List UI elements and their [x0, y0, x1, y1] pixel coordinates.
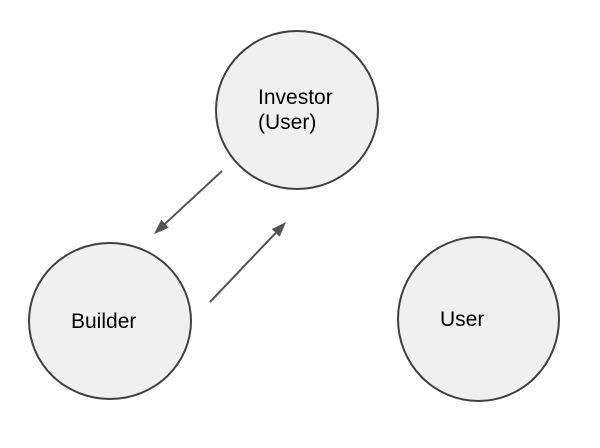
arrow-builder-to-investor — [209, 222, 286, 303]
node-investor: Investor (User) — [215, 30, 379, 190]
node-user: User — [397, 236, 560, 402]
arrowhead-icon — [154, 219, 169, 234]
node-builder-label-line1: Builder — [71, 309, 137, 333]
arrowhead-icon — [271, 222, 286, 237]
arrow-shaft — [209, 232, 277, 303]
node-user-label: User — [440, 307, 484, 332]
node-builder: Builder — [28, 242, 192, 400]
arrow-shaft — [164, 170, 223, 225]
node-user-label-line1: User — [440, 307, 485, 331]
node-investor-label: Investor (User) — [258, 85, 333, 135]
arrow-investor-to-builder — [154, 170, 223, 234]
node-investor-label-line1: Investor — [258, 86, 333, 109]
node-builder-label: Builder — [71, 309, 136, 334]
node-investor-label-line2: (User) — [258, 111, 317, 134]
